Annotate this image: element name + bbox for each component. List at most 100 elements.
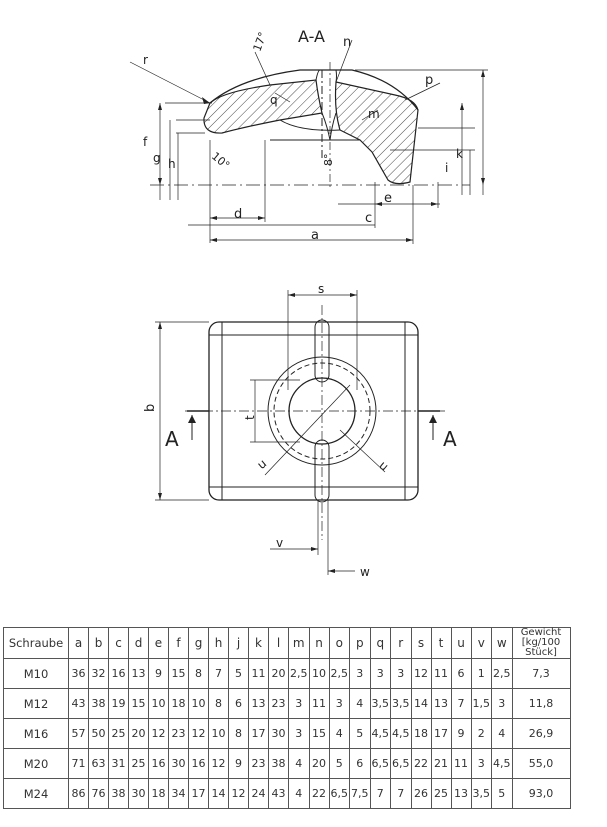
section-marker-left: A — [165, 427, 179, 451]
label-s: s — [318, 282, 324, 296]
table-cell: 2,5 — [288, 658, 310, 689]
table-cell: 3 — [390, 658, 412, 689]
table-cell: 4 — [491, 718, 513, 749]
table-cell: 12 — [148, 718, 169, 749]
table-cell: 3 — [288, 688, 310, 719]
table-cell: 6,5 — [328, 778, 350, 809]
bolt-size-cell: M20 — [3, 748, 69, 779]
dimension-table: Schraube a b c d e f g h j k l m n o p q… — [3, 627, 571, 809]
table-cell: 17 — [188, 778, 209, 809]
table-cell: 50 — [88, 718, 109, 749]
table-cell: 2,5 — [328, 658, 350, 689]
header-cell: g — [188, 627, 209, 659]
table-cell: 6,5 — [390, 748, 412, 779]
table-cell: 15 — [128, 688, 149, 719]
table-cell: 17 — [248, 718, 269, 749]
table-cell: 3,5 — [390, 688, 412, 719]
header-cell: r — [390, 627, 412, 659]
table-cell: 15 — [168, 658, 189, 689]
table-cell: 16 — [108, 658, 129, 689]
label-r: r — [143, 53, 148, 67]
table-cell: 13 — [128, 658, 149, 689]
bolt-size-cell: M24 — [3, 778, 69, 809]
table-cell: 9 — [148, 658, 169, 689]
label-c: c — [365, 211, 372, 226]
table-cell: 20 — [128, 718, 149, 749]
header-cell: q — [369, 627, 391, 659]
table-cell: 71 — [68, 748, 89, 779]
table-cell: 22 — [308, 778, 330, 809]
label-v: v — [276, 536, 283, 550]
table-cell: 38 — [88, 688, 109, 719]
label-h: h — [168, 157, 176, 171]
header-cell: l — [268, 627, 289, 659]
table-cell: 18 — [410, 718, 432, 749]
header-cell: a — [68, 627, 89, 659]
table-cell: 23 — [248, 748, 269, 779]
table-cell: 13 — [248, 688, 269, 719]
table-cell: 6 — [228, 688, 249, 719]
table-cell: 19 — [108, 688, 129, 719]
table-cell: 86 — [68, 778, 89, 809]
table-cell: 4 — [328, 718, 350, 749]
table-cell: 36 — [68, 658, 89, 689]
label-angle-8: 8° — [322, 154, 335, 167]
table-cell: 6 — [349, 748, 371, 779]
table-cell: 18 — [168, 688, 189, 719]
label-p: p — [425, 73, 433, 88]
table-cell: 3 — [288, 718, 310, 749]
bolt-size-cell: M10 — [3, 658, 69, 689]
table-cell: 20 — [308, 748, 330, 779]
table-cell: 9 — [450, 718, 472, 749]
table-cell: 25 — [108, 718, 129, 749]
table-cell: 7 — [450, 688, 472, 719]
table-cell: 7 — [369, 778, 391, 809]
table-cell: 5 — [228, 658, 249, 689]
label-q: q — [270, 93, 278, 107]
header-cell: d — [128, 627, 149, 659]
table-cell: 11 — [308, 688, 330, 719]
header-cell: h — [208, 627, 229, 659]
table-cell: 43 — [68, 688, 89, 719]
table-cell: 1 — [470, 658, 492, 689]
table-cell: 6 — [450, 658, 472, 689]
table-cell: 11,8 — [511, 688, 571, 719]
table-cell: 20 — [268, 658, 289, 689]
section-view — [129, 39, 488, 244]
table-cell: 5 — [491, 778, 513, 809]
table-cell: 23 — [168, 718, 189, 749]
table-cell: 11 — [450, 748, 472, 779]
table-cell: 2 — [470, 718, 492, 749]
table-cell: 13 — [450, 778, 472, 809]
table-header-row: Schraube a b c d e f g h j k l m n o p q… — [3, 627, 571, 659]
label-a: a — [311, 228, 319, 243]
header-cell: p — [349, 627, 371, 659]
bolt-size-cell: M16 — [3, 718, 69, 749]
table-cell: 17 — [430, 718, 452, 749]
label-k: k — [456, 147, 463, 161]
table-cell: 25 — [430, 778, 452, 809]
table-cell: 8 — [228, 718, 249, 749]
table-cell: 10 — [308, 658, 330, 689]
table-cell: 13 — [430, 688, 452, 719]
technical-drawing: A-A r n p q m f g h k i d e c a 17° 10° … — [129, 27, 488, 579]
table-cell: 25 — [128, 748, 149, 779]
table-cell: 26 — [410, 778, 432, 809]
header-cell: w — [491, 627, 513, 659]
table-cell: 30 — [268, 718, 289, 749]
table-cell: 21 — [430, 748, 452, 779]
table-cell: 23 — [268, 688, 289, 719]
table-cell: 38 — [108, 778, 129, 809]
plan-view — [155, 290, 445, 575]
section-marker-right: A — [443, 427, 457, 451]
label-w: w — [360, 565, 370, 579]
label-m: m — [368, 107, 380, 121]
header-cell: n — [308, 627, 330, 659]
table-cell: 10 — [188, 688, 209, 719]
table-cell: 26,9 — [511, 718, 571, 749]
